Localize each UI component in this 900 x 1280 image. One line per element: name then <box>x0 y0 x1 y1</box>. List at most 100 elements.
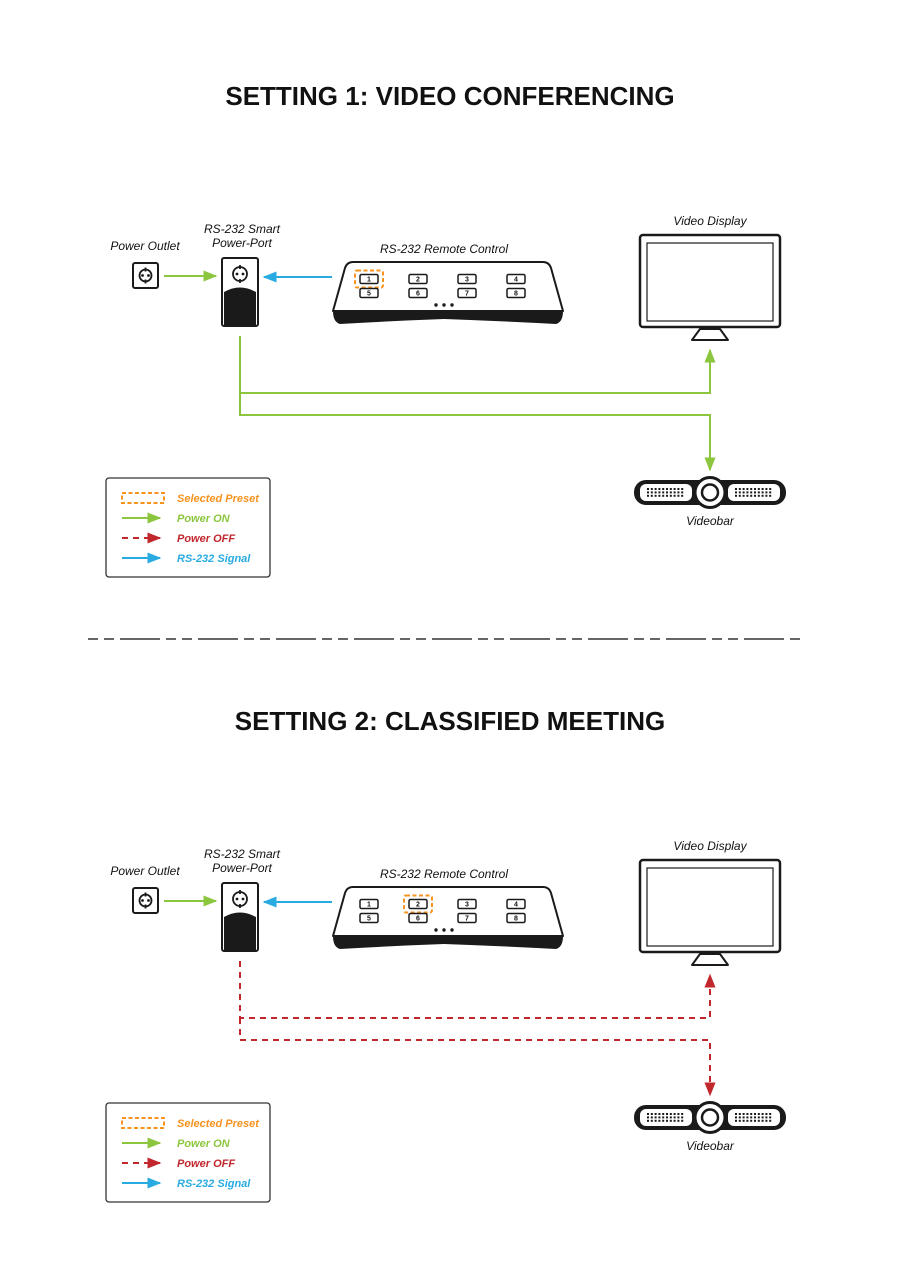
speaker-grille-dot-right <box>735 491 737 494</box>
speaker-grille-dot-right <box>738 488 741 490</box>
outlet-frame <box>132 262 159 289</box>
speaker-grille-dot-right <box>769 494 772 497</box>
remote-button-7: 7 <box>457 912 477 924</box>
speaker-grille-dot-right <box>757 494 760 497</box>
legend-item-power_off: Power OFF <box>122 1157 235 1170</box>
socket-pin-right <box>241 897 245 901</box>
remote-indicator-dot <box>434 303 438 307</box>
speaker-grille-dot-left <box>669 488 672 490</box>
speaker-grille-dot-right <box>765 491 768 494</box>
power-outlet-label: Power Outlet <box>110 864 180 878</box>
video-display-label: Video Display <box>673 214 747 228</box>
speaker-grille-dot-left <box>662 1116 665 1119</box>
remote-button-3: 3 <box>457 273 477 285</box>
remote-button-label: 6 <box>416 916 420 923</box>
power-port-plug <box>224 287 256 326</box>
remote-button-label: 7 <box>465 291 469 298</box>
speaker-grille-dot-right <box>738 491 741 494</box>
speaker-grille-dot-right <box>769 488 772 490</box>
remote-button-frame <box>457 287 477 299</box>
display-stand <box>691 953 729 966</box>
speaker-grille-dot-left <box>647 1113 649 1115</box>
speaker-grille-dot-right <box>757 1113 760 1115</box>
legend-label: RS-232 Signal <box>177 1178 251 1190</box>
remote-button-frame <box>408 898 428 910</box>
remote-button-6: 6 <box>408 287 428 299</box>
remote-button-3: 3 <box>457 898 477 910</box>
speaker-grille-dot-left <box>669 1113 672 1115</box>
speaker-grille-dot-left <box>681 494 684 497</box>
speaker-grille-dot-right <box>742 1116 745 1119</box>
remote-button-label: 5 <box>367 916 371 923</box>
speaker-grille-dot-right <box>757 488 760 490</box>
selected-preset-highlight <box>354 269 384 289</box>
speaker-grille-dot-left <box>673 494 676 497</box>
remote-button-frame <box>457 273 477 285</box>
speaker-grille-dot-left <box>647 491 649 494</box>
display-power-connector <box>239 961 716 1019</box>
speaker-grille-dot-left <box>669 1116 672 1119</box>
speaker-grille-dot-left <box>662 1113 665 1115</box>
speaker-grille-dot-right <box>761 1119 764 1122</box>
speaker-grille-dot-left <box>677 494 680 497</box>
speaker-grille-dot-right <box>735 488 737 490</box>
videobar-power-connector <box>239 393 716 472</box>
speaker-grille-dot-right <box>769 1119 772 1122</box>
speaker-grille-dot-right <box>761 491 764 494</box>
speaker-grille-dot-left <box>677 491 680 494</box>
socket-pin-left <box>141 899 144 902</box>
remote-button-1: 1 <box>354 269 384 289</box>
remote-button-label: 7 <box>465 916 469 923</box>
speaker-grille-dot-left <box>654 1113 657 1115</box>
speaker-grille-dot-right <box>738 494 741 497</box>
speaker-grille-dot-left <box>647 488 649 490</box>
legend-item-selected: Selected Preset <box>121 1117 260 1130</box>
videobar-power-connector <box>239 1018 716 1097</box>
videobar-label: Videobar <box>686 1139 735 1153</box>
speaker-grille-dot-left <box>658 494 661 497</box>
speaker-grille-dot-left <box>647 494 649 497</box>
speaker-grille-dot-left <box>662 491 665 494</box>
remote-indicator-dot <box>442 928 446 932</box>
speaker-grille-dot-right <box>765 1119 768 1122</box>
speaker-grille-dot-left <box>666 1119 668 1122</box>
speaker-grille-dot-left <box>673 1116 676 1119</box>
speaker-grille-dot-right <box>746 1116 749 1119</box>
speaker-grille-dot-right <box>746 488 749 490</box>
speaker-grille-dot-right <box>746 1113 749 1115</box>
speaker-grille-dot-left <box>681 1119 684 1122</box>
remote-button-5: 5 <box>359 912 379 924</box>
speaker-grille-dot-right <box>765 1116 768 1119</box>
remote-button-1: 1 <box>359 898 379 910</box>
remote-button-5: 5 <box>359 287 379 299</box>
speaker-grille-dot-right <box>750 488 753 490</box>
speaker-grille-dot-right <box>735 1119 737 1122</box>
speaker-grille-dot-right <box>742 1113 745 1115</box>
remote-button-2: 2 <box>408 273 428 285</box>
speaker-grille-dot-left <box>658 491 661 494</box>
legend-label: Power OFF <box>177 1158 235 1170</box>
speaker-grille-dot-left <box>669 1119 672 1122</box>
speaker-grille-dot-right <box>754 491 756 494</box>
speaker-grille-dot-right <box>754 1116 756 1119</box>
legend-swatch-selected <box>121 1117 165 1129</box>
legend-item-signal: RS-232 Signal <box>122 552 251 565</box>
speaker-grille-dot-right <box>735 1113 737 1115</box>
outlet-socket-icon <box>138 892 153 909</box>
speaker-grille-dot-right <box>765 1113 768 1115</box>
power-port-socket-icon <box>232 265 248 283</box>
speaker-grille-dot-right <box>761 1116 764 1119</box>
power-port-label-line2: Power-Port <box>212 861 272 875</box>
speaker-grille-dot-left <box>681 491 684 494</box>
speaker-grille-dot-right <box>750 1113 753 1115</box>
remote-button-frame <box>457 912 477 924</box>
speaker-grille-dot-left <box>681 1116 684 1119</box>
speaker-grille-dot-left <box>654 1116 657 1119</box>
socket-pin-left <box>141 274 144 277</box>
legend-label: Power OFF <box>177 533 235 545</box>
remote-button-frame <box>359 273 379 285</box>
